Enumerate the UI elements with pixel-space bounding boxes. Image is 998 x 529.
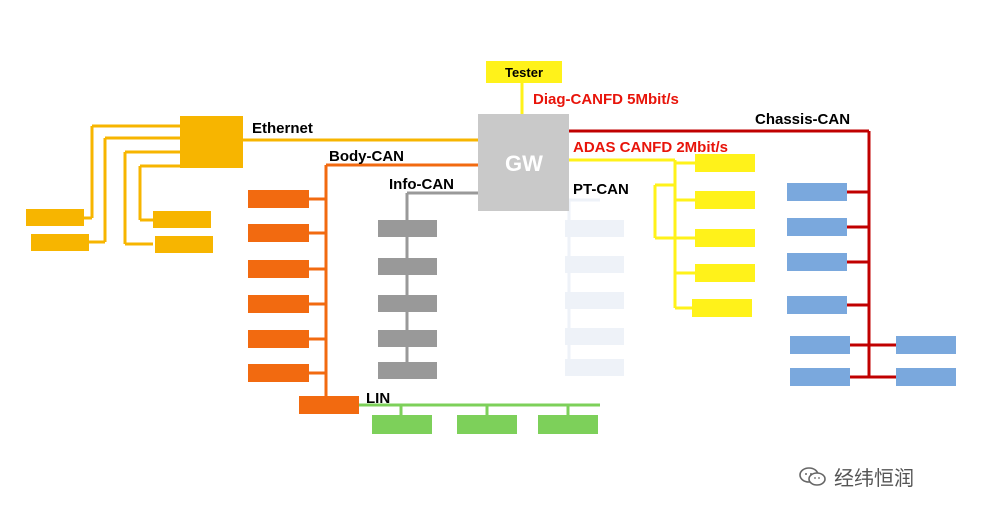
adas-canfd-network	[569, 158, 695, 310]
info-can-label: Info-CAN	[389, 176, 454, 193]
chassis-node	[790, 368, 850, 386]
body-can-node	[248, 330, 309, 348]
pt-can-node	[565, 328, 624, 345]
adas-canfd-label: ADAS CANFD 2Mbit/s	[573, 139, 728, 156]
diag-canfd-label: Diag-CANFD 5Mbit/s	[533, 91, 679, 108]
lin-network	[359, 403, 600, 415]
adas-node	[695, 154, 755, 172]
tester-label: Tester	[505, 65, 543, 80]
body-can-network	[309, 163, 478, 405]
lin-node	[457, 415, 517, 434]
gateway-box	[478, 114, 569, 211]
info-can-node	[378, 220, 437, 237]
lin-master-node	[299, 396, 359, 414]
chassis-node	[787, 296, 847, 314]
chassis-can-label: Chassis-CAN	[755, 111, 850, 128]
adas-node	[695, 191, 755, 209]
chassis-node	[787, 183, 847, 201]
chassis-node	[790, 336, 850, 354]
chassis-node	[896, 336, 956, 354]
info-can-node	[378, 330, 437, 347]
body-can-node	[248, 295, 309, 313]
adas-node	[695, 229, 755, 247]
info-can-node	[378, 295, 437, 312]
pt-can-node	[565, 359, 624, 376]
adas-node	[695, 264, 755, 282]
gateway-label: GW	[505, 151, 543, 176]
ethernet-network	[84, 124, 478, 246]
body-can-node	[248, 260, 309, 278]
ethernet-label: Ethernet	[252, 120, 313, 137]
body-can-node	[248, 364, 309, 382]
watermark-text: 经纬恒润	[834, 466, 914, 490]
lin-label: LIN	[366, 390, 390, 407]
ethernet-switch	[180, 116, 243, 168]
wechat-icon	[798, 466, 828, 488]
chassis-node	[787, 253, 847, 271]
info-can-node	[378, 362, 437, 379]
watermark: 经纬恒润	[798, 462, 914, 491]
adas-node	[692, 299, 752, 317]
tester-box	[486, 61, 562, 83]
pt-can-node	[565, 256, 624, 273]
info-can-node	[378, 258, 437, 275]
pt-can-node	[565, 292, 624, 309]
chassis-node	[787, 218, 847, 236]
body-can-node	[248, 224, 309, 242]
body-can-node	[248, 190, 309, 208]
chassis-can-network	[569, 129, 896, 379]
pt-can-node	[565, 220, 624, 237]
body-can-label: Body-CAN	[329, 148, 404, 165]
ethernet-node	[155, 236, 213, 253]
ethernet-node	[26, 209, 84, 226]
ethernet-node	[153, 211, 211, 228]
lin-node	[372, 415, 432, 434]
ethernet-node	[31, 234, 89, 251]
chassis-node	[896, 368, 956, 386]
lin-node	[538, 415, 598, 434]
pt-can-label: PT-CAN	[573, 181, 629, 198]
